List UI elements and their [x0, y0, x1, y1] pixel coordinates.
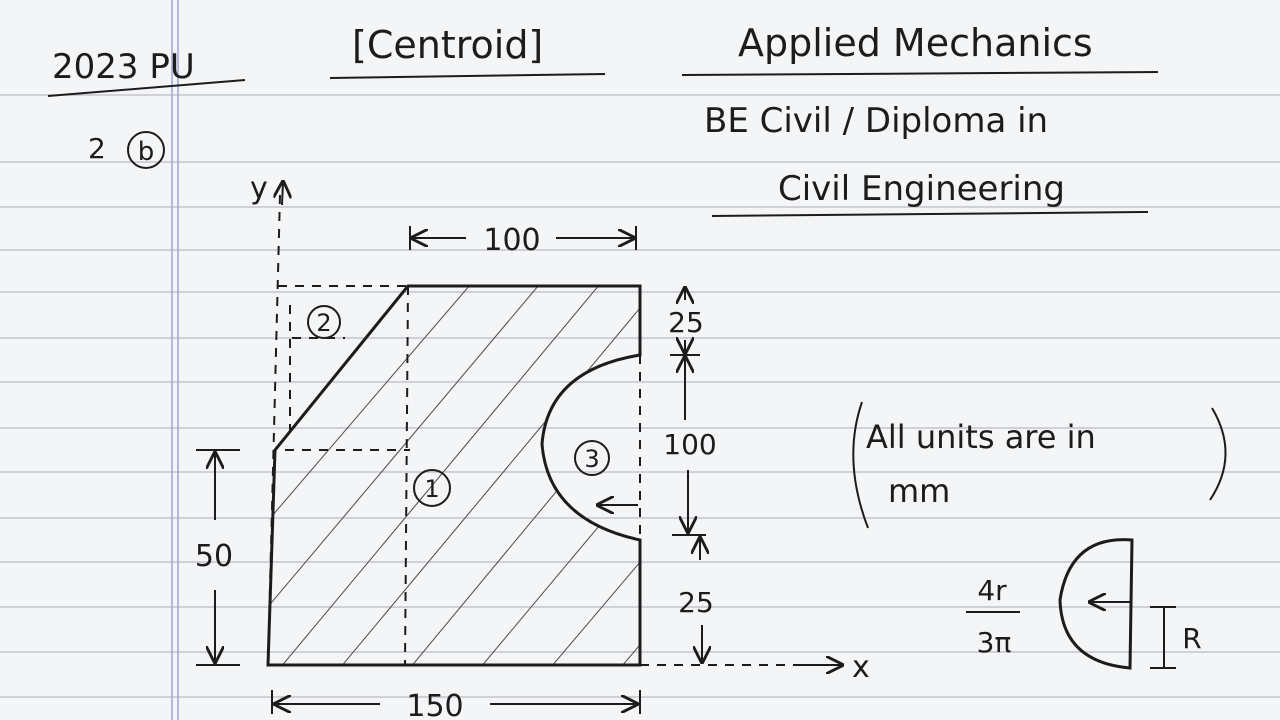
- dimension-left: [196, 449, 240, 666]
- subject-underline: [681, 71, 1159, 76]
- y-axis-arrow: [282, 182, 283, 206]
- part-1-circle: [413, 469, 451, 507]
- course-line-1: BE Civil / Diploma in: [704, 101, 1048, 141]
- course-line-2: Civil Engineering: [778, 169, 1065, 209]
- x-axis-label: x: [852, 650, 870, 685]
- part-2-label: 2: [316, 309, 331, 337]
- part-3-circle: [574, 440, 610, 476]
- year-tag: 2023 PU: [52, 47, 195, 87]
- year-underline: [47, 79, 246, 97]
- composite-figure: y x 2 1 3 100 150: [195, 171, 870, 720]
- dimension-right-bottom-label: 25: [678, 586, 714, 619]
- question-part: b: [138, 137, 155, 167]
- question-number: 2: [88, 132, 106, 165]
- margin-lines: [171, 0, 179, 720]
- construction-lines: [267, 194, 840, 666]
- topic-title: [Centroid]: [352, 23, 543, 67]
- dimension-right-top-label: 25: [668, 306, 704, 339]
- y-axis-label: y: [250, 171, 268, 206]
- dimension-bottom: [271, 690, 641, 714]
- course-underline: [711, 211, 1149, 217]
- part-1-label: 1: [424, 475, 439, 503]
- units-note: All units are in mm: [852, 401, 1227, 529]
- radius-label: R: [1182, 622, 1201, 655]
- dimension-right-mid-label: 100: [663, 428, 716, 461]
- semicircle-centroid-sketch: 4r 3π R: [966, 538, 1202, 670]
- shape-outline: [266, 284, 642, 667]
- hatching: [268, 286, 640, 665]
- dimension-right: [670, 288, 706, 662]
- part-2-circle: [307, 305, 341, 339]
- dimension-top-label: 100: [483, 223, 540, 258]
- subject-title: Applied Mechanics: [738, 21, 1093, 65]
- units-note-line-2: mm: [888, 472, 950, 510]
- dimension-bottom-label: 150: [406, 689, 463, 720]
- topic-underline: [329, 73, 606, 79]
- formula-denominator: 3π: [977, 626, 1012, 659]
- dimension-left-label: 50: [195, 539, 233, 574]
- question-part-circle: [127, 131, 165, 169]
- part-3-label: 3: [584, 445, 599, 473]
- formula-numerator: 4r: [977, 574, 1007, 607]
- units-note-line-1: All units are in: [866, 418, 1096, 456]
- semicircle-shape: [1058, 538, 1134, 670]
- dimension-top: [409, 226, 637, 250]
